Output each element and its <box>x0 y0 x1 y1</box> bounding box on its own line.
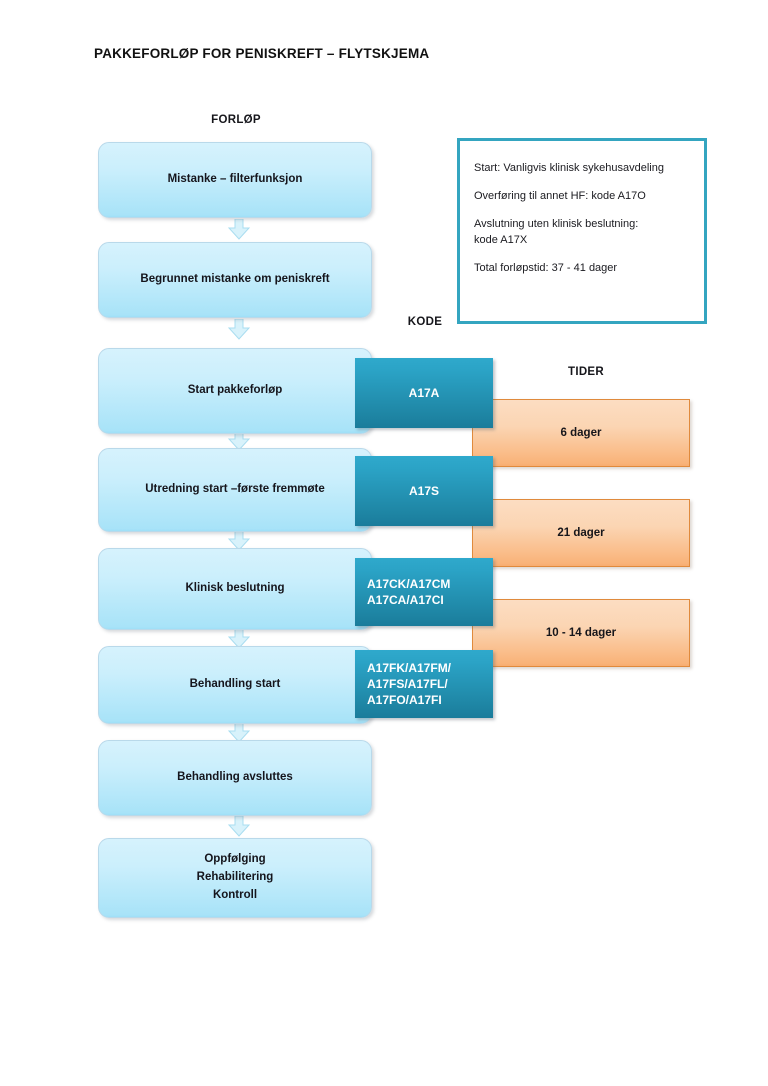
flow-step-label: Behandling start <box>189 678 281 691</box>
flow-step-klinisk-beslutning[interactable]: Klinisk beslutning <box>98 548 372 630</box>
flow-step-begrunnet-mistanke[interactable]: Begrunnet mistanke om peniskreft <box>98 242 372 318</box>
info-line: Overføring til annet HF: kode A17O <box>474 190 646 203</box>
flow-arrow-down-icon <box>227 319 251 341</box>
time-box-label: 21 dager <box>557 527 605 539</box>
time-box-21-dager[interactable]: 21 dager <box>472 499 690 567</box>
flow-step-start-pakkeforlop[interactable]: Start pakkeforløp <box>98 348 372 434</box>
code-box-a17s[interactable]: A17S <box>355 456 493 526</box>
flow-step-label: Mistanke – filterfunksjon <box>167 173 303 186</box>
info-line: Avslutning uten klinisk beslutning:kode … <box>474 218 639 246</box>
column-header-tider: TIDER <box>568 366 604 378</box>
column-header-forlop: FORLØP <box>211 114 261 126</box>
info-line: Total forløpstid: 37 - 41 dager <box>474 261 618 274</box>
flow-step-label: Begrunnet mistanke om peniskreft <box>140 273 330 286</box>
time-box-10-14-dager[interactable]: 10 - 14 dager <box>472 599 690 667</box>
flow-arrow-down-icon <box>227 219 251 241</box>
time-box-label: 10 - 14 dager <box>545 627 617 639</box>
flow-step-label: Klinisk beslutning <box>185 582 285 595</box>
flow-step-utredning-start[interactable]: Utredning start –første fremmøte <box>98 448 372 532</box>
time-box-6-dager[interactable]: 6 dager <box>472 399 690 467</box>
code-box-label: A17A <box>408 385 440 400</box>
code-box-label: A17S <box>408 483 440 498</box>
flow-step-label: Start pakkeforløp <box>187 384 283 397</box>
flow-step-behandling-avsluttes[interactable]: Behandling avsluttes <box>98 740 372 816</box>
page-title: PAKKEFORLØP FOR PENISKREFT – FLYTSKJEMA <box>94 46 430 61</box>
info-box: Start: Vanligvis klinisk sykehusavdeling… <box>457 138 707 324</box>
info-line: Start: Vanligvis klinisk sykehusavdeling <box>474 162 664 174</box>
flow-step-behandling-start[interactable]: Behandling start <box>98 646 372 724</box>
flow-step-mistanke-filterfunksjon[interactable]: Mistanke – filterfunksjon <box>98 142 372 218</box>
column-header-kode: KODE <box>407 316 443 328</box>
code-box-a17f-group[interactable]: A17FK/A17FM/A17FS/A17FL/A17FO/A17FI <box>355 650 493 718</box>
code-box-a17a[interactable]: A17A <box>355 358 493 428</box>
code-box-label: A17FK/A17FM/A17FS/A17FL/A17FO/A17FI <box>367 660 452 708</box>
flow-step-label: Utredning start –første fremmøte <box>145 483 325 496</box>
flow-arrow-down-icon <box>227 816 251 838</box>
flow-step-label: Behandling avsluttes <box>177 771 293 784</box>
time-box-label: 6 dager <box>560 427 602 439</box>
